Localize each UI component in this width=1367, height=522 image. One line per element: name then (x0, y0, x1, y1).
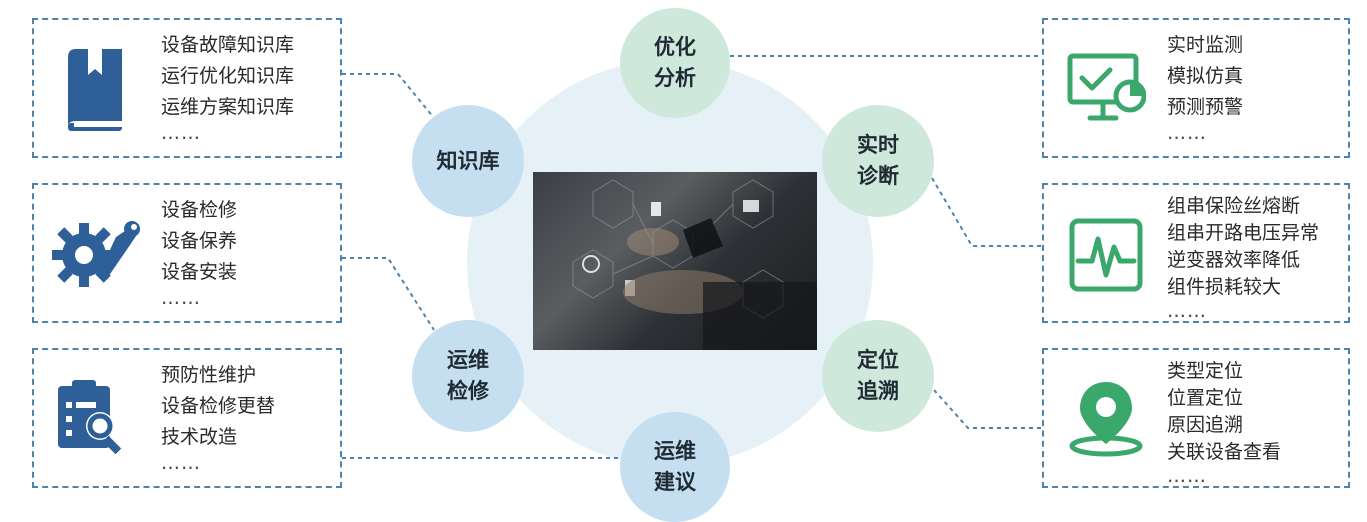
box-realtime: 组串保险丝熔断 组串开路电压异常 逆变器效率降低 组件损耗较大 …… (1042, 183, 1350, 323)
box-maintenance-items: 设备检修 设备保养 设备安装 …… (161, 195, 237, 308)
connector-realtime (931, 177, 1042, 247)
waveform-icon (1069, 218, 1143, 292)
box-knowledge-base: 设备故障知识库 运行优化知识库 运维方案知识库 …… (32, 18, 342, 158)
list-item: 原因追溯 (1167, 414, 1244, 436)
connector-maintenance (342, 257, 435, 331)
list-item: 模拟仿真 (1167, 65, 1244, 87)
list-item: 逆变器效率降低 (1167, 249, 1301, 271)
node-advice: 运维 建议 (620, 412, 730, 522)
list-item: 设备安装 (161, 261, 238, 283)
more-ellipsis: …… (161, 287, 201, 309)
list-item: 组件损耗较大 (1167, 276, 1282, 298)
list-item: 组串开路电压异常 (1167, 222, 1320, 244)
center-photo (533, 172, 817, 350)
list-item: 技术改造 (161, 426, 238, 448)
list-item: 实时监测 (1167, 34, 1244, 56)
node-optimize: 优化 分析 (620, 8, 730, 118)
list-item: 类型定位 (1167, 360, 1244, 382)
node-label: 实时 (857, 133, 899, 157)
node-label: 运维 (654, 439, 696, 463)
book-icon (68, 49, 122, 131)
node-knowledge-base: 知识库 (412, 105, 524, 217)
box-optimize: 实时监测 模拟仿真 预测预警 …… (1042, 18, 1350, 158)
list-item: 运维方案知识库 (161, 96, 295, 118)
node-label: 分析 (654, 66, 696, 90)
connector-locate (933, 389, 1042, 429)
monitor-check-icon (1067, 53, 1146, 121)
list-item: 设备检修 (161, 199, 238, 221)
list-item: 预防性维护 (161, 364, 257, 386)
more-ellipsis: …… (161, 122, 201, 144)
more-ellipsis: …… (1167, 300, 1207, 322)
node-label: 追溯 (857, 379, 899, 403)
list-item: 运行优化知识库 (161, 65, 295, 87)
box-knowledge-items: 设备故障知识库 运行优化知识库 运维方案知识库 …… (161, 30, 294, 143)
location-pin-icon (1069, 382, 1143, 457)
list-item: 设备故障知识库 (161, 34, 295, 56)
node-label: 诊断 (857, 164, 899, 188)
node-label: 优化 (654, 35, 696, 59)
list-item: 组串保险丝熔断 (1167, 195, 1301, 217)
box-advice: 预防性维护 设备检修更替 技术改造 …… (32, 348, 342, 488)
node-realtime: 实时 诊断 (822, 105, 934, 217)
connector-knowledge (342, 73, 435, 119)
list-item: 设备检修更替 (161, 395, 276, 417)
list-item: 位置定位 (1167, 387, 1244, 409)
list-item: 设备保养 (161, 230, 238, 252)
node-label: 检修 (447, 379, 489, 403)
box-advice-items: 预防性维护 设备检修更替 技术改造 …… (161, 360, 275, 473)
box-optimize-items: 实时监测 模拟仿真 预测预警 …… (1167, 30, 1243, 143)
gear-wrench-icon (52, 221, 140, 287)
node-label: 定位 (857, 348, 899, 372)
box-realtime-items: 组串保险丝熔断 组串开路电压异常 逆变器效率降低 组件损耗较大 …… (1167, 193, 1319, 321)
box-locate: 类型定位 位置定位 原因追溯 关联设备查看 …… (1042, 348, 1350, 488)
more-ellipsis: …… (161, 452, 201, 474)
node-locate: 定位 追溯 (822, 320, 934, 432)
node-maintenance: 运维 检修 (412, 320, 524, 432)
node-label: 建议 (654, 470, 696, 494)
node-label: 知识库 (436, 148, 500, 173)
list-item: 预测预警 (1167, 96, 1244, 118)
more-ellipsis: …… (1167, 122, 1207, 144)
clipboard-inspect-icon (58, 380, 122, 455)
box-locate-items: 类型定位 位置定位 原因追溯 关联设备查看 …… (1167, 358, 1281, 486)
list-item: 关联设备查看 (1167, 441, 1282, 463)
node-label: 运维 (447, 348, 489, 372)
box-maintenance: 设备检修 设备保养 设备安装 …… (32, 183, 342, 323)
more-ellipsis: …… (1167, 465, 1207, 487)
